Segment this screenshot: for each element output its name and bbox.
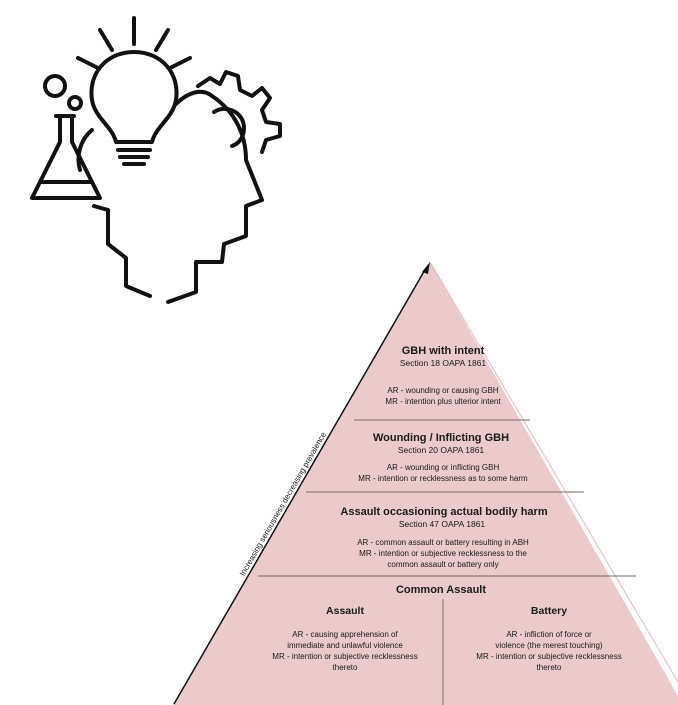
assault-title: Assault [326,605,364,617]
flask-icon [30,114,102,200]
tier3-mr1: MR - intention or subjective recklessnes… [359,549,527,558]
battery-title: Battery [530,605,568,617]
tier3-title: Assault occasioning actual bodily harm [340,506,548,518]
battery-line3: MR - intention or subjective recklessnes… [476,652,622,661]
tier3-mr2: common assault or battery only [387,560,499,569]
battery-line1: AR - infliction of force or [506,630,592,639]
light-bulb-icon [89,50,179,144]
bulb-ray [98,28,114,52]
tier3-section: Section 47 OAPA 1861 [398,519,486,529]
bulb-ray [168,56,192,70]
tier1-title: GBH with intent [401,345,485,357]
bubble [43,74,67,98]
battery-line2: violence (the merest touching) [495,641,603,650]
bulb-ray [76,56,100,70]
head-with-ideas-icon [30,16,282,304]
seriousness-arrow [173,267,427,705]
bubble [67,95,83,111]
arrow-head [422,262,430,274]
tier1-ar: AR - wounding or causing GBH [387,386,499,395]
assault-line3: MR - intention or subjective recklessnes… [272,652,418,661]
tier2-mr: MR - intention or recklessness as to som… [358,474,528,483]
assault-line1: AR - causing apprehension of [292,630,398,639]
tier2-title: Wounding / Inflicting GBH [372,432,510,444]
tier4-title: Common Assault [395,584,487,596]
tier3-ar: AR - common assault or battery resulting… [357,538,529,547]
battery-line4: thereto [536,663,562,672]
pyramid-right-edge [429,261,678,683]
head-outline [76,89,264,304]
assault-line2: immediate and unlawful violence [287,641,403,650]
gear-icon [196,70,282,154]
tier1-mr: MR - intention plus ulterior intent [385,397,501,406]
tier2-section: Section 20 OAPA 1861 [397,445,485,455]
assault-line4: thereto [332,663,358,672]
tier2-ar: AR - wounding or inflicting GBH [386,463,500,472]
tier1-section: Section 18 OAPA 1861 [399,358,487,368]
bulb-ray [154,28,170,52]
